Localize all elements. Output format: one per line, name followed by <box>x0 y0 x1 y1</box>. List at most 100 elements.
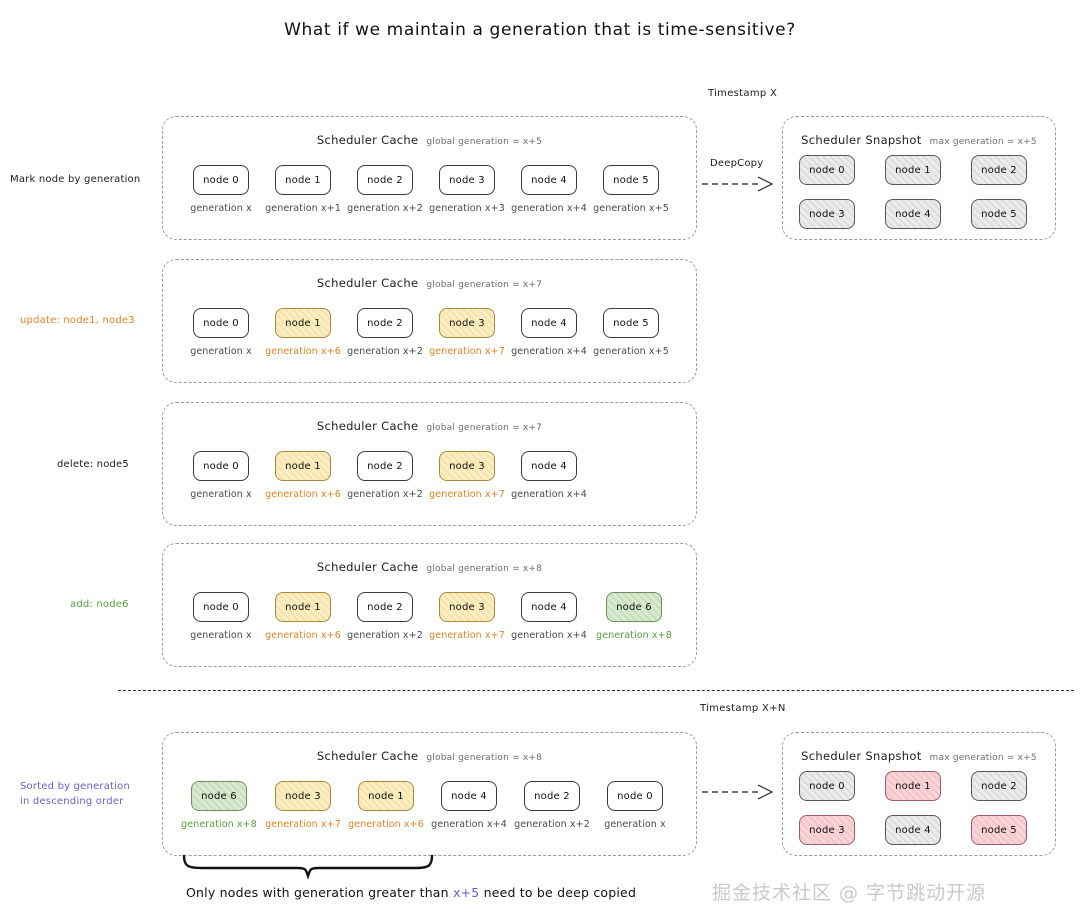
caption-highlight: x+5 <box>452 885 480 900</box>
node-chip[interactable]: node 0 <box>193 451 249 481</box>
node-chip[interactable]: node 6 <box>191 781 247 811</box>
snapshot-node-chip[interactable]: node 4 <box>885 815 941 845</box>
snapshot-node-chip[interactable]: node 3 <box>799 815 855 845</box>
caption-part2: need to be deep copied <box>479 885 637 900</box>
generation-label: generation x+4 <box>511 630 587 641</box>
node-chip[interactable]: node 1 <box>275 308 331 338</box>
node-chip[interactable]: node 0 <box>607 781 663 811</box>
node-chip[interactable]: node 4 <box>521 592 577 622</box>
scheduler-cache-panel-2: Scheduler Cache global generation = x+7 n… <box>162 259 697 383</box>
generation-label: generation x+6 <box>265 346 341 357</box>
panel-subtitle: global generation = x+5 <box>426 137 543 147</box>
snapshot-node-chip[interactable]: node 2 <box>971 771 1027 801</box>
row-label-sorted: Sorted by generation in descending order <box>20 779 130 809</box>
deepcopy-label: DeepCopy <box>710 158 764 169</box>
generation-label: generation x+5 <box>593 203 669 214</box>
timestamp-xn-label: Timestamp X+N <box>700 703 786 714</box>
scheduler-cache-panel-5: Scheduler Cache global generation = x+8 n… <box>162 732 697 856</box>
row-label-update: update: node1, node3 <box>20 315 135 326</box>
node-chip[interactable]: node 4 <box>521 165 577 195</box>
panel-header: Scheduler Cache global generation = x+8 <box>163 556 696 575</box>
node-chip[interactable]: node 5 <box>603 308 659 338</box>
snapshot-node-chip[interactable]: node 1 <box>885 771 941 801</box>
snapshot-node-chip[interactable]: node 0 <box>799 155 855 185</box>
panel-header: Scheduler Cache global generation = x+7 <box>163 272 696 291</box>
generation-label: generation x <box>190 630 252 641</box>
scheduler-snapshot-panel-bottom: Scheduler Snapshot max generation = x+5 n… <box>782 732 1056 856</box>
generation-label: generation x+6 <box>348 819 424 830</box>
node-chip[interactable]: node 3 <box>439 308 495 338</box>
page-title: What if we maintain a generation that is… <box>284 20 796 40</box>
node-chip[interactable]: node 1 <box>275 451 331 481</box>
row-label-mark-node: Mark node by generation <box>10 174 141 185</box>
generation-label: generation x+2 <box>514 819 590 830</box>
snapshot-node-chip[interactable]: node 3 <box>799 199 855 229</box>
panel-title: Scheduler Cache <box>316 560 419 574</box>
generation-label: generation x <box>190 489 252 500</box>
node-chip[interactable]: node 0 <box>193 165 249 195</box>
node-chip[interactable]: node 3 <box>439 451 495 481</box>
node-chip[interactable]: node 2 <box>524 781 580 811</box>
node-chip[interactable]: node 3 <box>439 165 495 195</box>
node-chip[interactable]: node 1 <box>275 592 331 622</box>
generation-label: generation x+6 <box>265 489 341 500</box>
node-chip[interactable]: node 1 <box>275 165 331 195</box>
row-label-sorted-line1: Sorted by generation <box>20 781 131 792</box>
node-chip[interactable]: node 2 <box>357 451 413 481</box>
scheduler-cache-panel-4: Scheduler Cache global generation = x+8 n… <box>162 543 697 667</box>
panel-title: Scheduler Cache <box>316 419 419 433</box>
node-chip[interactable]: node 4 <box>521 308 577 338</box>
panel-title: Scheduler Cache <box>316 276 419 290</box>
snapshot-node-chip[interactable]: node 0 <box>799 771 855 801</box>
node-chip[interactable]: node 3 <box>439 592 495 622</box>
snapshot-node-chip[interactable]: node 2 <box>971 155 1027 185</box>
generation-label: generation x+2 <box>347 489 423 500</box>
arrow-icon <box>702 176 774 192</box>
panel-title: Scheduler Cache <box>316 133 419 147</box>
panel-subtitle: global generation = x+7 <box>426 280 543 290</box>
caption-part1: Only nodes with generation greater than <box>186 885 453 900</box>
generation-label: generation x+6 <box>265 630 341 641</box>
generation-label: generation x+4 <box>511 203 587 214</box>
node-chip[interactable]: node 4 <box>441 781 497 811</box>
panel-subtitle: global generation = x+8 <box>426 564 543 574</box>
curly-brace-icon <box>182 854 434 880</box>
panel-title: Scheduler Cache <box>316 749 419 763</box>
node-chip[interactable]: node 4 <box>521 451 577 481</box>
bottom-caption: Only nodes with generation greater than … <box>186 885 636 900</box>
snapshot-node-chip[interactable]: node 5 <box>971 815 1027 845</box>
generation-label: generation x+7 <box>429 489 505 500</box>
panel-header: Scheduler Cache global generation = x+5 <box>163 129 696 148</box>
node-chip[interactable]: node 6 <box>606 592 662 622</box>
generation-label: generation x+7 <box>265 819 341 830</box>
node-chip[interactable]: node 1 <box>358 781 414 811</box>
node-chip[interactable]: node 2 <box>357 165 413 195</box>
panel-header: Scheduler Snapshot max generation = x+5 <box>783 745 1055 764</box>
node-chip[interactable]: node 2 <box>357 308 413 338</box>
panel-title: Scheduler Snapshot <box>801 133 922 147</box>
snapshot-node-chip[interactable]: node 5 <box>971 199 1027 229</box>
panel-subtitle: max generation = x+5 <box>929 137 1037 147</box>
generation-label: generation x+8 <box>596 630 672 641</box>
generation-label: generation x <box>604 819 666 830</box>
generation-label: generation x+4 <box>431 819 507 830</box>
node-chip[interactable]: node 5 <box>603 165 659 195</box>
panel-title: Scheduler Snapshot <box>801 749 922 763</box>
row-label-delete: delete: node5 <box>57 459 129 470</box>
scheduler-cache-panel-1: Scheduler Cache global generation = x+5 n… <box>162 116 697 240</box>
generation-label: generation x+8 <box>181 819 257 830</box>
panel-subtitle: max generation = x+5 <box>929 753 1037 763</box>
node-chip[interactable]: node 2 <box>357 592 413 622</box>
snapshot-node-chip[interactable]: node 1 <box>885 155 941 185</box>
node-chip[interactable]: node 0 <box>193 592 249 622</box>
snapshot-node-chip[interactable]: node 4 <box>885 199 941 229</box>
panel-subtitle: global generation = x+8 <box>426 753 543 763</box>
generation-label: generation x+2 <box>347 630 423 641</box>
node-chip[interactable]: node 0 <box>193 308 249 338</box>
generation-label: generation x <box>190 346 252 357</box>
generation-label: generation x+1 <box>265 203 341 214</box>
node-chip[interactable]: node 3 <box>275 781 331 811</box>
arrow-icon <box>702 784 774 800</box>
